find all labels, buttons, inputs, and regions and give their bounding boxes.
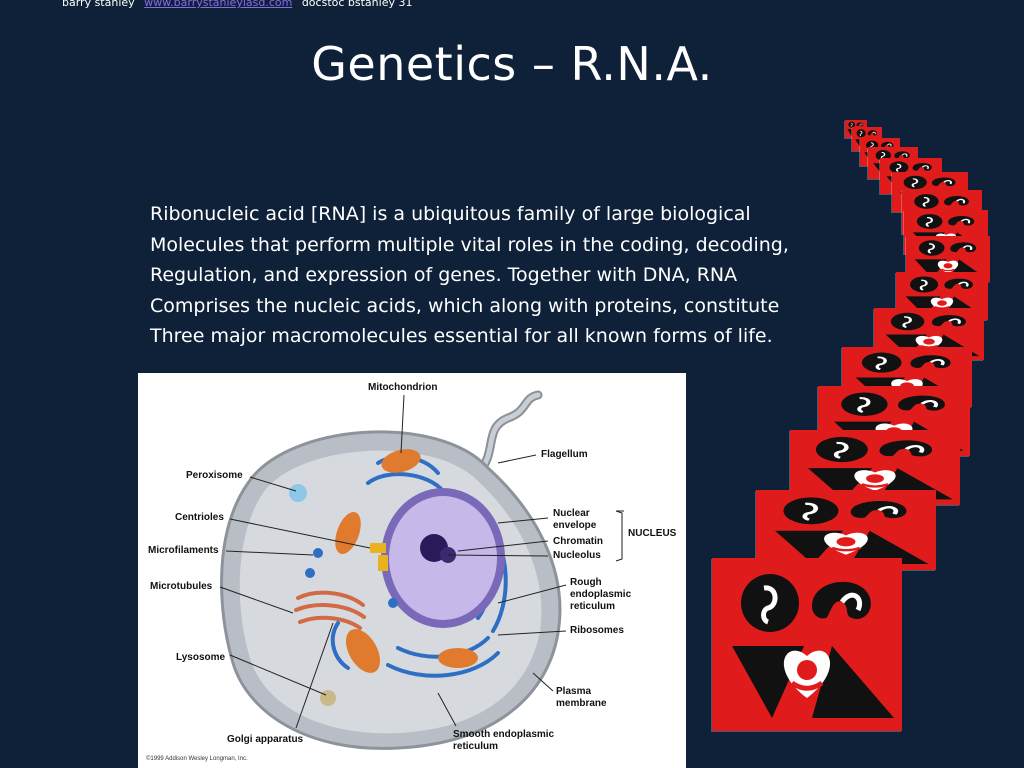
label-microfilaments: Microfilaments — [148, 545, 219, 556]
label-golgi-apparatus: Golgi apparatus — [227, 734, 304, 745]
logo-card-icon — [790, 430, 960, 505]
logo-card-icon — [712, 558, 902, 731]
label-chromatin: Chromatin — [553, 536, 603, 547]
label-peroxisome: Peroxisome — [186, 470, 243, 481]
cell-diagram: Mitochondrion Flagellum Peroxisome Centr… — [138, 373, 686, 768]
label-rough-er-2: endoplasmic — [570, 589, 632, 600]
label-nuclear-envelope: Nuclear — [553, 508, 590, 519]
logo-card-icon — [868, 147, 918, 179]
paragraph-line: Three major macromolecules essential for… — [150, 325, 773, 347]
logo-card-icon — [880, 158, 942, 194]
logo-card-icon — [892, 172, 968, 212]
paragraph-line: Ribonucleic acid [RNA] is a ubiquitous f… — [150, 203, 751, 225]
logo-card-icon — [818, 386, 970, 456]
logo-card-icon — [756, 490, 936, 570]
paragraph-line: Molecules that perform multiple vital ro… — [150, 233, 789, 256]
diagram-copyright: ©1999 Addison Wesley Longman, Inc. — [146, 756, 248, 762]
logo-card-icon — [860, 138, 900, 166]
logo-card-icon — [842, 347, 972, 407]
source-label: docstoc bstanley 31 — [301, 0, 413, 9]
paragraph-line: Comprises the nucleic acids, which along… — [150, 294, 780, 317]
label-rough-er-3: reticulum — [570, 601, 616, 612]
author-link[interactable]: www.barrystanleylasd.com — [144, 0, 293, 9]
logo-card-icon — [896, 272, 988, 320]
logo-card-icon — [906, 236, 990, 282]
paragraph-line: Regulation, and expression of genes. Tog… — [150, 264, 738, 286]
label-centrioles: Centrioles — [175, 512, 224, 523]
label-mitochondrion: Mitochondrion — [368, 382, 438, 393]
cell-illustration — [219, 390, 624, 750]
slide-title: Genetics – R.N.A. — [311, 37, 713, 91]
label-microtubules: Microtubules — [150, 581, 213, 592]
label-lysosome: Lysosome — [176, 652, 226, 663]
label-smooth-er-2: reticulum — [453, 741, 499, 752]
label-nuclear-envelope-2: envelope — [553, 520, 597, 531]
logo-card-icon — [845, 120, 867, 138]
label-plasma-membrane-2: membrane — [556, 698, 607, 709]
label-ribosomes: Ribosomes — [570, 625, 624, 636]
label-flagellum: Flagellum — [541, 449, 588, 460]
logo-card-icon — [904, 210, 988, 254]
label-nucleolus: Nucleolus — [553, 550, 601, 561]
label-smooth-er: Smooth endoplasmic — [453, 729, 555, 740]
slide-paragraph: Ribonucleic acid [RNA] is a ubiquitous f… — [150, 199, 870, 352]
logo-card-icon — [874, 308, 984, 360]
label-nucleus: NUCLEUS — [628, 528, 677, 539]
header-line: barry stanley www.barrystanleylasd.com d… — [62, 0, 412, 10]
label-plasma-membrane: Plasma — [556, 686, 592, 697]
logo-card-icon — [902, 190, 982, 234]
author-name: barry stanley — [62, 0, 135, 9]
label-rough-er: Rough — [570, 577, 602, 588]
logo-card-icon — [852, 127, 882, 151]
